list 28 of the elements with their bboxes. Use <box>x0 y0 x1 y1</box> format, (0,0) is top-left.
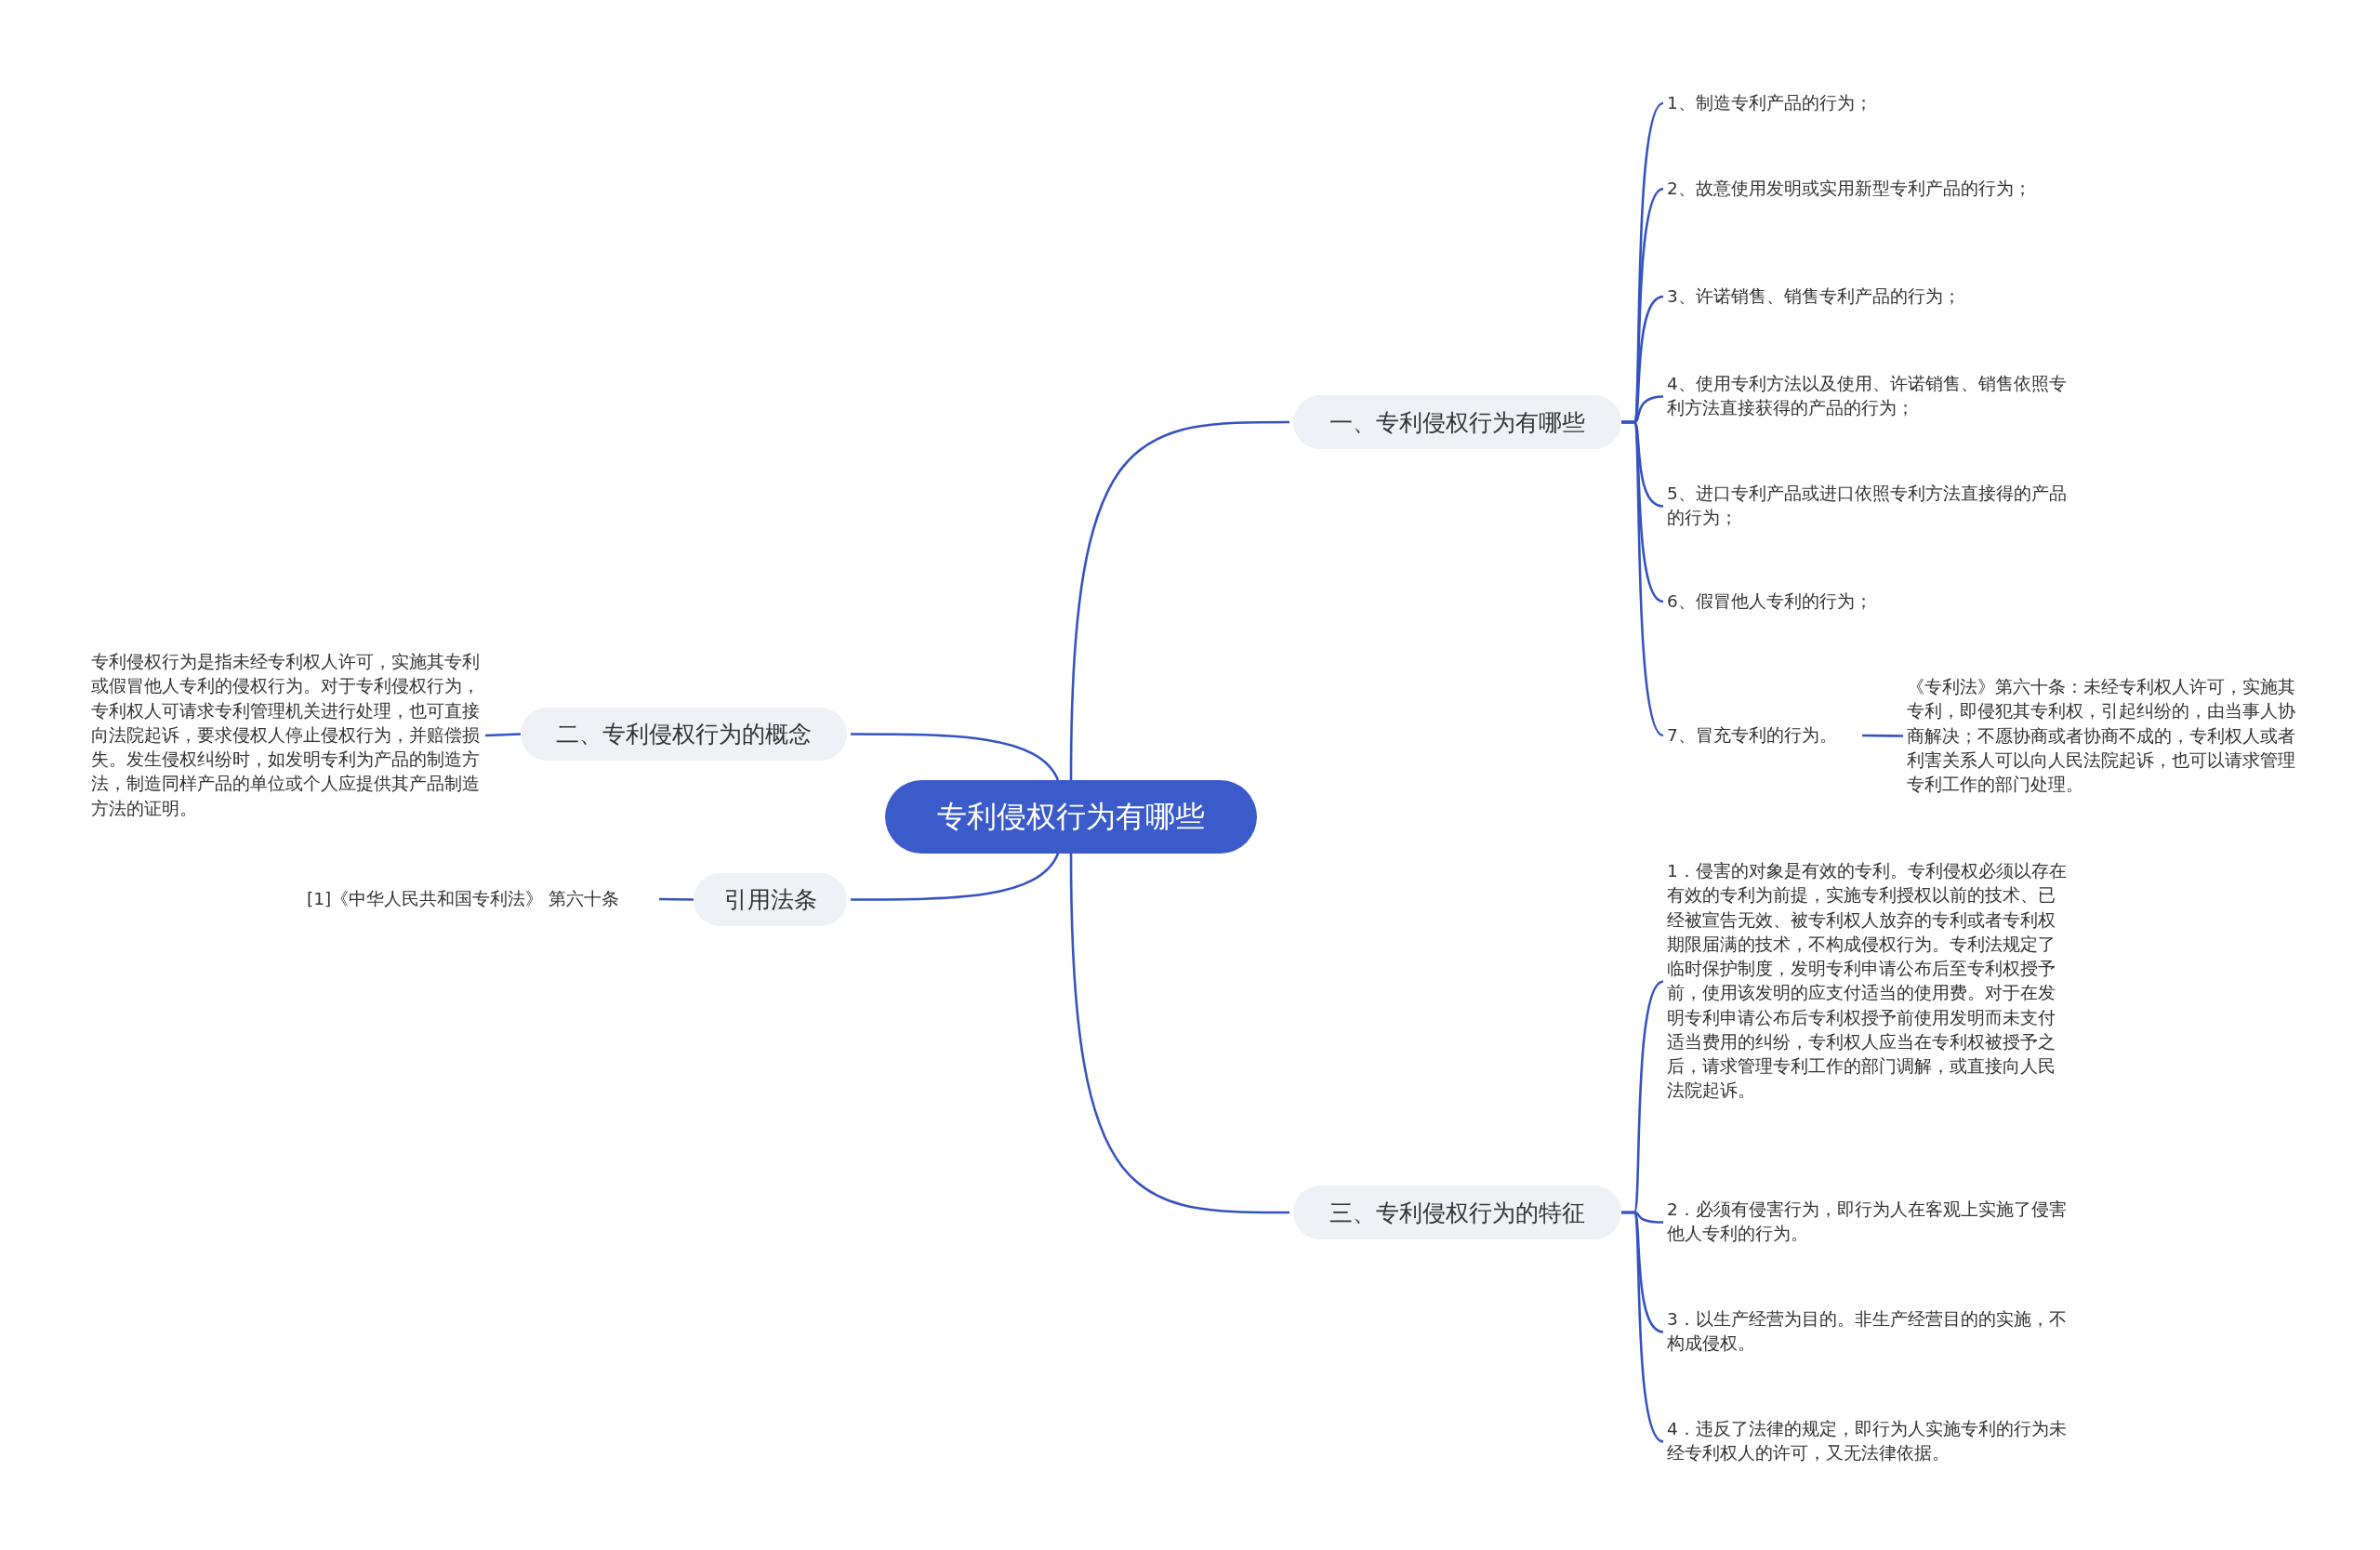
central-topic: 专利侵权行为有哪些 <box>885 780 1257 854</box>
branch-topic: 一、专利侵权行为有哪些 <box>1293 395 1621 449</box>
connector-line <box>659 897 694 901</box>
connector-line <box>1621 1211 1664 1443</box>
topic-text: 2、故意使用发明或实用新型专利产品的行为； <box>1667 177 2067 202</box>
topic-text: 7、冒充专利的行为。 <box>1667 723 1862 749</box>
topic-text: 《专利法》第六十条：未经专利权人许可，实施其专利，即侵犯其专利权，引起纠纷的，由当事人协商解决；不愿协商或者协商不成的，专利权人或者利害关系人可以向人民法院起诉，也可以请求管理专利工作的部门处理。 <box>1907 675 2307 798</box>
topic-text: 4．违反了法律的规定，即行为人实施专利的行为未经专利权人的许可，又无法律依据。 <box>1667 1417 2067 1466</box>
connector-line <box>1862 734 1903 737</box>
connector-line <box>1621 420 1664 736</box>
connector-line <box>851 853 1060 901</box>
branch-topic: 引用法条 <box>694 873 847 926</box>
branch-topic: 二、专利侵权行为的概念 <box>521 708 847 761</box>
topic-text: 1、制造专利产品的行为； <box>1667 91 2067 116</box>
connector-line <box>1069 853 1289 1214</box>
topic-text: 4、使用专利方法以及使用、许诺销售、销售依照专利方法直接获得的产品的行为； <box>1667 372 2067 421</box>
topic-text: 5、进口专利产品或进口依照专利方法直接得的产品的行为； <box>1667 482 2067 531</box>
topic-text: 3．以生产经营为目的。非生产经营目的的实施，不构成侵权。 <box>1667 1307 2067 1357</box>
topic-text: 6、假冒他人专利的行为； <box>1667 590 2067 615</box>
branch-topic: 三、专利侵权行为的特征 <box>1293 1186 1621 1239</box>
topic-text: 2．必须有侵害行为，即行为人在客观上实施了侵害他人专利的行为。 <box>1667 1198 2067 1247</box>
connector-line <box>1069 420 1289 781</box>
topic-text: [1]《中华人民共和国专利法》 第六十条 <box>307 887 655 912</box>
connector-line <box>851 733 1060 781</box>
topic-text: 专利侵权行为是指未经专利权人许可，实施其专利或假冒他人专利的侵权行为。对于专利侵权行为，专利权人可请求专利管理机关进行处理，也可直接向法院起诉，要求侵权人停止侵权行为，并赔偿损失。发生侵权纠纷时，如发明专利为产品的制造方法，制造同样产品的单位或个人应提供其产品制造方法的证明。 <box>91 650 482 821</box>
connector-line <box>484 733 522 737</box>
topic-text: 3、许诺销售、销售专利产品的行为； <box>1667 285 2067 310</box>
topic-text: 1．侵害的对象是有效的专利。专利侵权必须以存在有效的专利为前提，实施专利授权以前的技术、已经被宣告无效、被专利权人放弃的专利或者专利权期限届满的技术，不构成侵权行为。专利法规定了临时保护制度，发明专利申请公布后至专利权授予前，使用该发明的应支付适当的使用费。对于在发明专利申请公布后专利权授予前使用发明而未支付适当费用的纠纷，专利权人应当在专利权被授予之后，请求管理专利工作的部门调解，或直接向人民法院起诉。 <box>1667 859 2067 1104</box>
